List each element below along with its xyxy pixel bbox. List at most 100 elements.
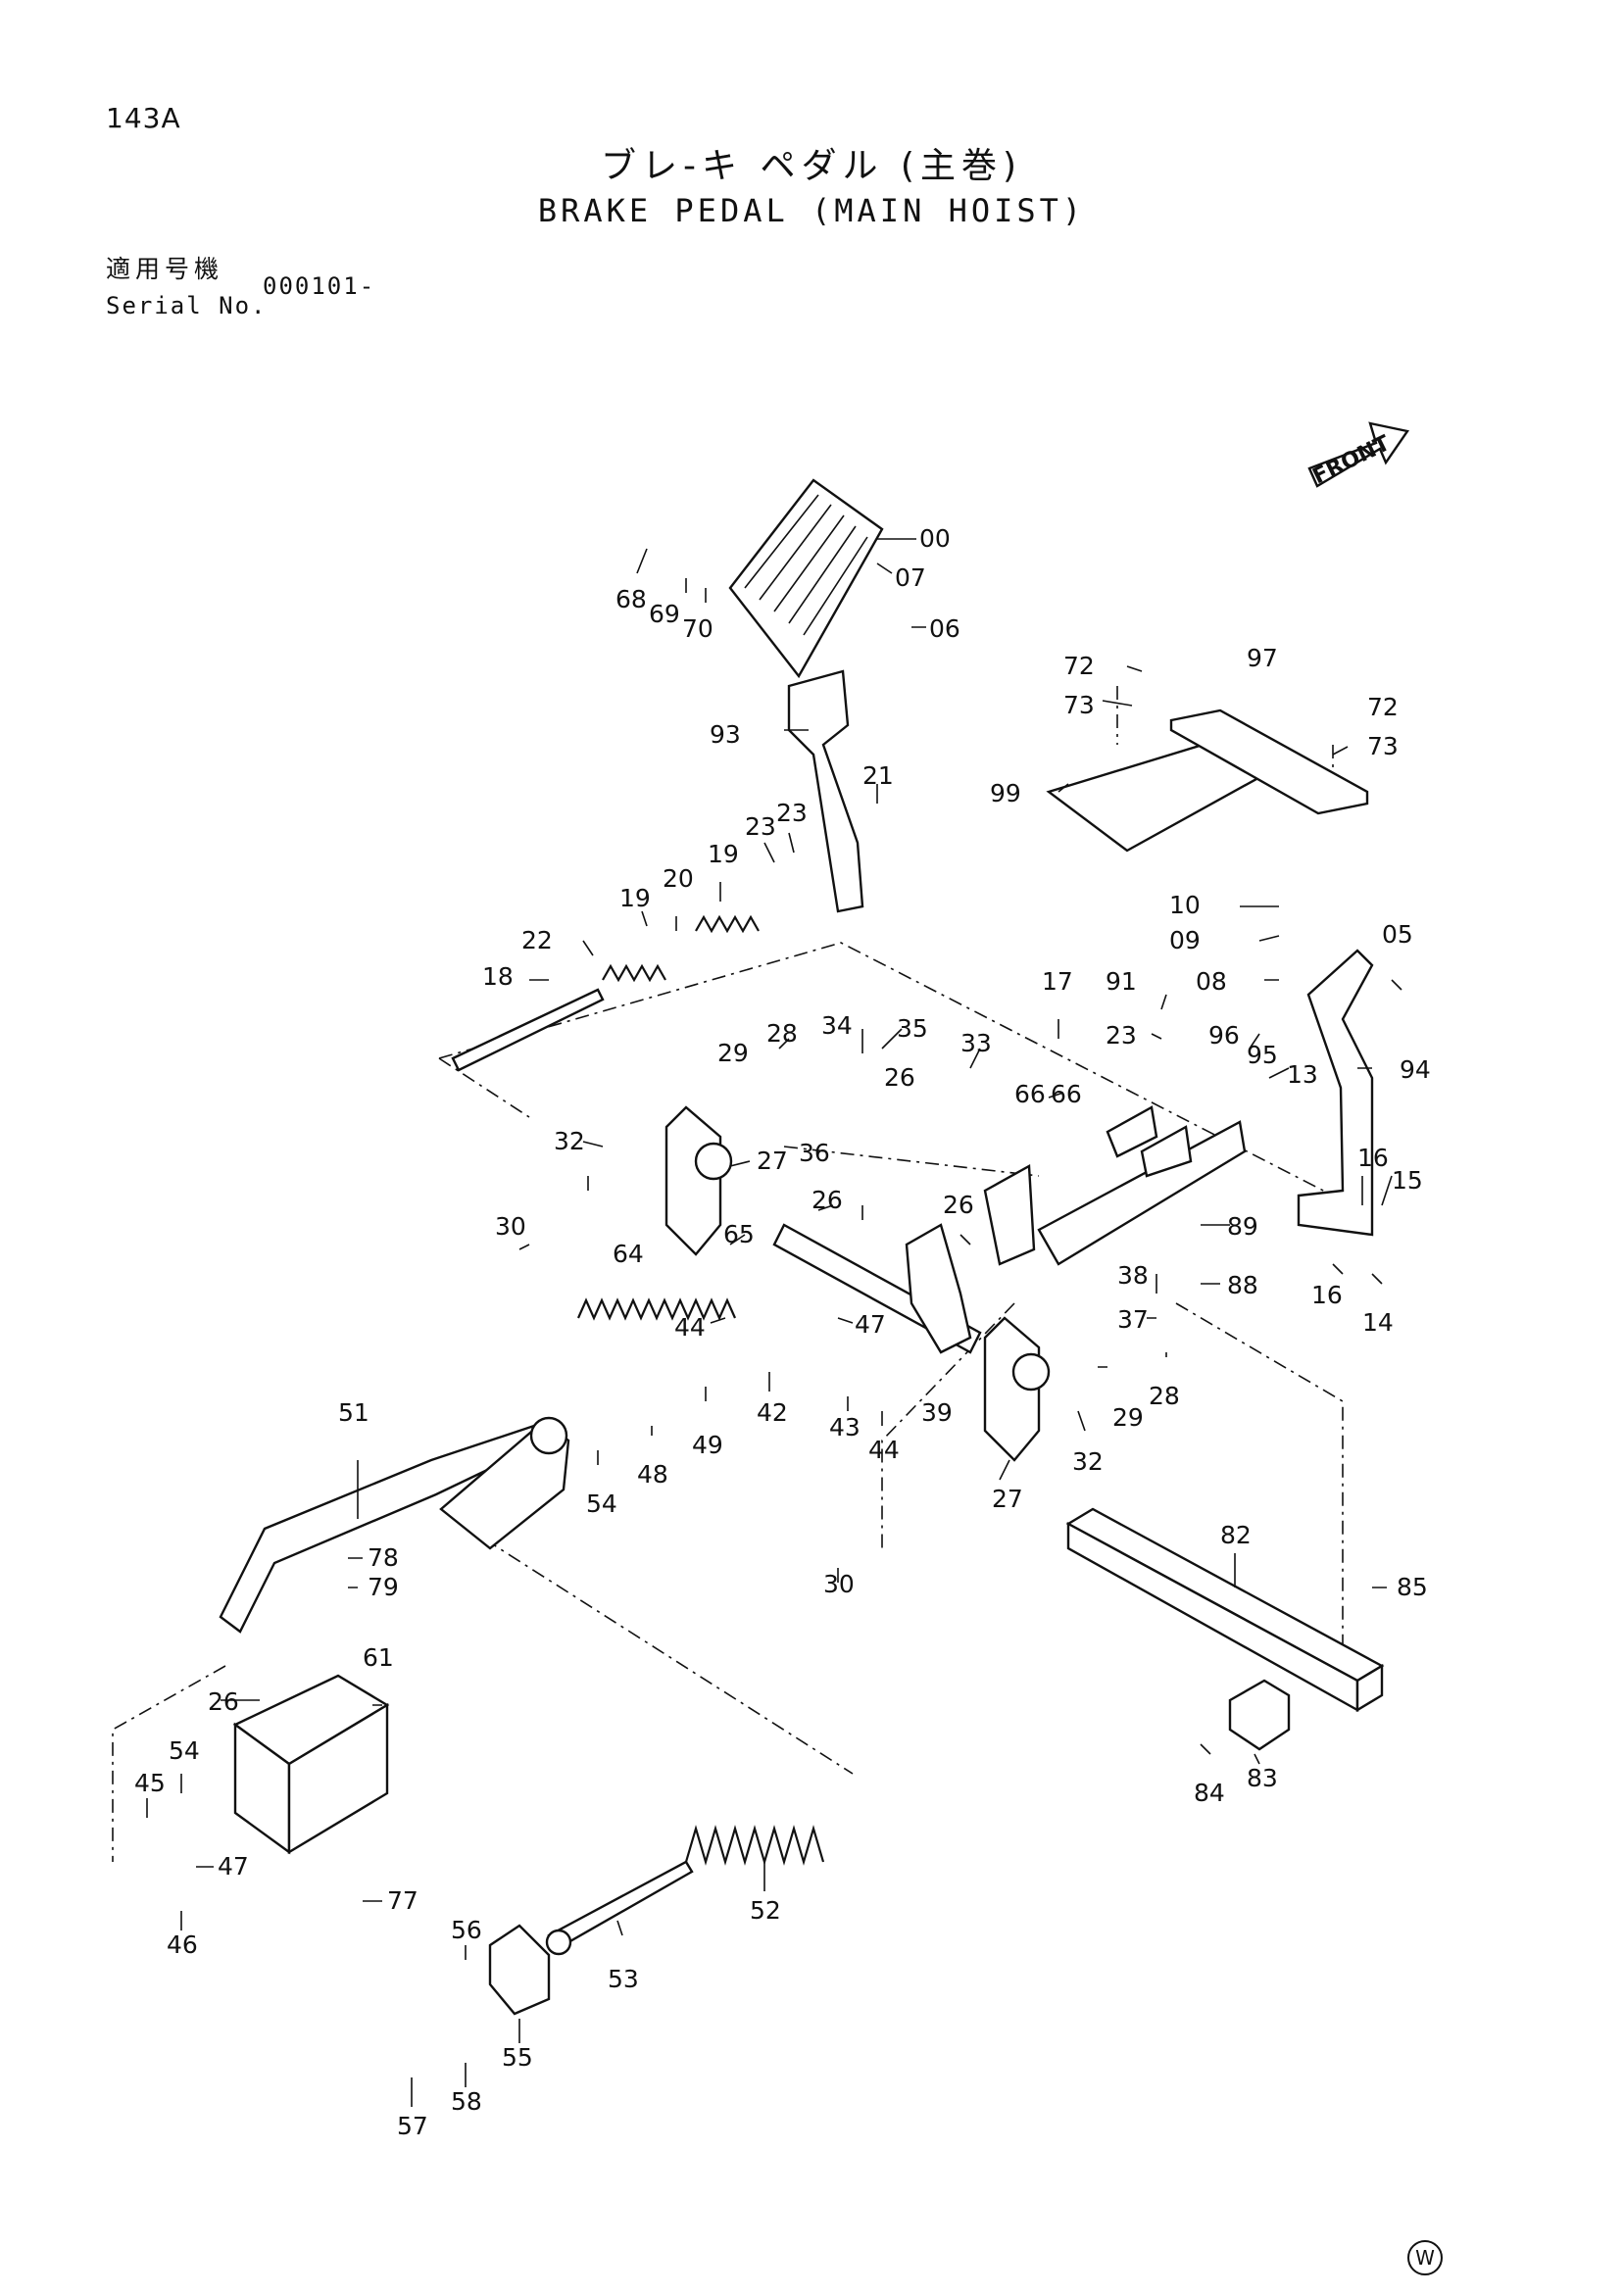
callout-39: 39 — [921, 1398, 953, 1427]
base-beam — [1065, 1507, 1385, 1713]
callout-19: 19 — [708, 840, 739, 868]
callout-23: 23 — [1106, 1021, 1137, 1050]
callout-34: 34 — [821, 1011, 853, 1040]
callout-82: 82 — [1220, 1521, 1252, 1549]
callout-83: 83 — [1247, 1764, 1278, 1792]
callout-38: 38 — [1117, 1261, 1149, 1290]
callout-96: 96 — [1208, 1021, 1240, 1050]
callout-26: 26 — [812, 1186, 843, 1214]
front-label: FRONT — [1309, 431, 1395, 489]
callout-27: 27 — [992, 1485, 1023, 1513]
callout-66: 66 — [1051, 1080, 1082, 1108]
callout-23: 23 — [776, 799, 808, 827]
front-direction-arrow: FRONT — [1307, 421, 1410, 489]
pedal-pad — [728, 478, 884, 679]
callout-30: 30 — [495, 1212, 526, 1241]
callout-93: 93 — [710, 720, 741, 749]
callout-48: 48 — [637, 1460, 668, 1489]
callout-26: 26 — [208, 1687, 239, 1716]
callout-52: 52 — [750, 1896, 781, 1925]
serial-label-japanese: 適用号機 — [106, 255, 224, 283]
title-japanese: ブレ-キ ペダル (主巻) — [601, 146, 1022, 186]
valve-block — [232, 1674, 390, 1855]
callout-47: 47 — [218, 1852, 249, 1881]
callout-51: 51 — [338, 1398, 369, 1427]
callout-35: 35 — [897, 1014, 928, 1043]
rod-18 — [451, 988, 605, 1072]
callout-17: 17 — [1042, 967, 1073, 996]
callout-29: 29 — [1112, 1403, 1144, 1432]
callout-00: 00 — [919, 524, 951, 553]
pedal-arm — [787, 669, 864, 913]
plate-55 — [488, 1924, 551, 2016]
callout-42: 42 — [757, 1398, 788, 1427]
callout-28: 28 — [766, 1019, 798, 1048]
callout-09: 09 — [1169, 926, 1201, 954]
callout-27: 27 — [757, 1147, 788, 1175]
callout-54: 54 — [169, 1736, 200, 1765]
callout-97: 97 — [1247, 644, 1278, 672]
callout-07: 07 — [895, 563, 926, 592]
side-bracket — [1297, 949, 1374, 1237]
callout-29: 29 — [717, 1039, 749, 1067]
callout-13: 13 — [1287, 1060, 1318, 1089]
page-number: 143A — [106, 102, 181, 134]
callout-44: 44 — [868, 1436, 900, 1464]
callout-55: 55 — [502, 2043, 533, 2072]
callout-43: 43 — [829, 1413, 861, 1441]
block-83 — [1228, 1679, 1291, 1751]
callout-46: 46 — [167, 1930, 198, 1959]
callout-77: 77 — [387, 1886, 418, 1915]
callout-72: 72 — [1367, 693, 1399, 721]
pillow-blocks — [664, 1105, 1051, 1462]
callout-70: 70 — [682, 614, 713, 643]
callout-05: 05 — [1382, 920, 1413, 949]
callout-66: 66 — [1014, 1080, 1046, 1108]
callout-91: 91 — [1106, 967, 1137, 996]
callout-10: 10 — [1169, 891, 1201, 919]
callout-79: 79 — [368, 1573, 399, 1601]
callout-32: 32 — [1072, 1447, 1104, 1476]
spring-52 — [684, 1825, 825, 1866]
lever-shaft — [772, 1164, 1036, 1354]
rod-53 — [545, 1860, 694, 1956]
callout-14: 14 — [1362, 1308, 1394, 1337]
leader-lines — [146, 538, 1402, 2107]
callout-36: 36 — [799, 1139, 830, 1167]
callout-30: 30 — [823, 1570, 855, 1598]
callout-53: 53 — [608, 1965, 639, 1993]
callout-23: 23 — [745, 812, 776, 841]
callout-89: 89 — [1227, 1212, 1258, 1241]
callout-33: 33 — [960, 1029, 992, 1057]
callout-16: 16 — [1311, 1281, 1343, 1309]
callout-57: 57 — [397, 2112, 428, 2140]
callout-56: 56 — [451, 1916, 482, 1944]
springs-19 — [602, 914, 760, 983]
callout-22: 22 — [521, 926, 553, 954]
callout-95: 95 — [1247, 1041, 1278, 1069]
callout-45: 45 — [134, 1769, 166, 1797]
callout-44: 44 — [674, 1313, 706, 1342]
callout-72: 72 — [1063, 652, 1095, 680]
callout-65: 65 — [723, 1220, 755, 1248]
callout-47: 47 — [855, 1310, 886, 1339]
callout-64: 64 — [613, 1240, 644, 1268]
callout-78: 78 — [368, 1543, 399, 1572]
lever-51 — [219, 1416, 570, 1634]
callout-28: 28 — [1149, 1382, 1180, 1410]
callout-85: 85 — [1397, 1573, 1428, 1601]
callout-26: 26 — [943, 1191, 974, 1219]
callout-21: 21 — [862, 761, 894, 790]
callout-58: 58 — [451, 2087, 482, 2116]
callout-26: 26 — [884, 1063, 915, 1092]
callout-19: 19 — [619, 884, 651, 912]
callout-84: 84 — [1194, 1779, 1225, 1807]
title-english: BRAKE PEDAL (MAIN HOIST) — [537, 192, 1086, 229]
callout-54: 54 — [586, 1490, 617, 1518]
callout-49: 49 — [692, 1431, 723, 1459]
serial-number-value: 000101- — [263, 272, 376, 300]
callout-99: 99 — [990, 779, 1021, 807]
callout-06: 06 — [929, 614, 960, 643]
callout-37: 37 — [1117, 1305, 1149, 1334]
